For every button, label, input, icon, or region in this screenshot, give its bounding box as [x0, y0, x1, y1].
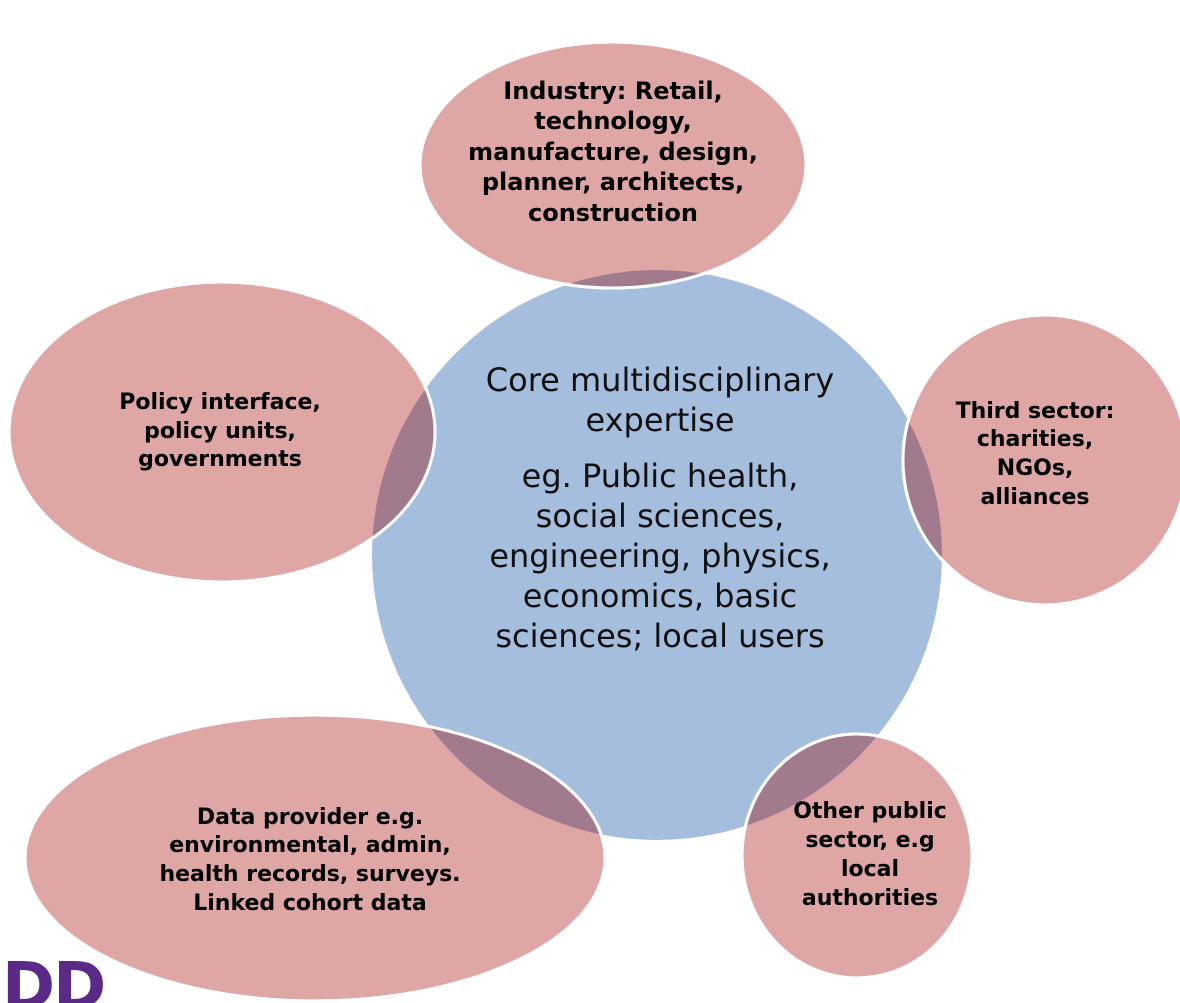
- center-example-line: social sciences,: [535, 497, 785, 535]
- center-title-line: expertise: [585, 401, 735, 439]
- data-provider-line: environmental, admin,: [169, 833, 451, 859]
- data-provider-label: Data provider e.g. environmental, admin,…: [145, 786, 475, 936]
- policy-label: Policy interface, policy units, governme…: [60, 372, 380, 492]
- industry-line: manufacture, design,: [468, 137, 758, 166]
- public-sector-line: Other public: [793, 798, 947, 824]
- center-title-line: Core multidisciplinary: [485, 361, 835, 399]
- data-provider-line: health records, surveys.: [159, 862, 461, 887]
- industry-line: Industry: Retail,: [503, 76, 723, 105]
- industry-label: Industry: Retail, technology, manufactur…: [440, 52, 786, 252]
- logo-text: DD: [2, 955, 106, 1003]
- center-label: Core multidisciplinary expertise eg. Pub…: [440, 360, 880, 656]
- center-example-line: eg. Public health,: [521, 457, 799, 495]
- policy-line: governments: [138, 447, 302, 473]
- center-example-line: economics, basic: [522, 577, 798, 615]
- third-sector-line: NGOs,: [996, 456, 1074, 481]
- public-sector-label: Other public sector, e.g local authoriti…: [770, 760, 970, 950]
- third-sector-label: Third sector: charities, NGOs, alliances: [930, 380, 1140, 530]
- third-sector-line: Third sector:: [955, 398, 1115, 424]
- third-sector-line: alliances: [980, 484, 1090, 510]
- ellipse-outlines: [7, 40, 1180, 1003]
- public-sector-line: sector, e.g: [805, 827, 935, 853]
- policy-line: policy units,: [144, 418, 296, 444]
- policy-line: Policy interface,: [119, 390, 321, 416]
- center-example-line: sciences; local users: [495, 617, 825, 655]
- data-provider-line: Data provider e.g.: [196, 804, 424, 830]
- center-examples: eg. Public health, social sciences, engi…: [489, 456, 830, 656]
- public-sector-line: local: [840, 857, 900, 882]
- third-sector-line: charities,: [976, 427, 1094, 453]
- logo: DD: [0, 955, 110, 1003]
- center-circle: [372, 270, 942, 840]
- public-sector-line: authorities: [801, 886, 939, 912]
- industry-line: planner, architects,: [481, 168, 745, 197]
- center-title: Core multidisciplinary expertise: [486, 360, 834, 440]
- industry-line: technology,: [534, 107, 692, 136]
- industry-line: construction: [528, 198, 698, 227]
- data-provider-line: Linked cohort data: [193, 890, 427, 916]
- center-example-line: engineering, physics,: [489, 537, 831, 575]
